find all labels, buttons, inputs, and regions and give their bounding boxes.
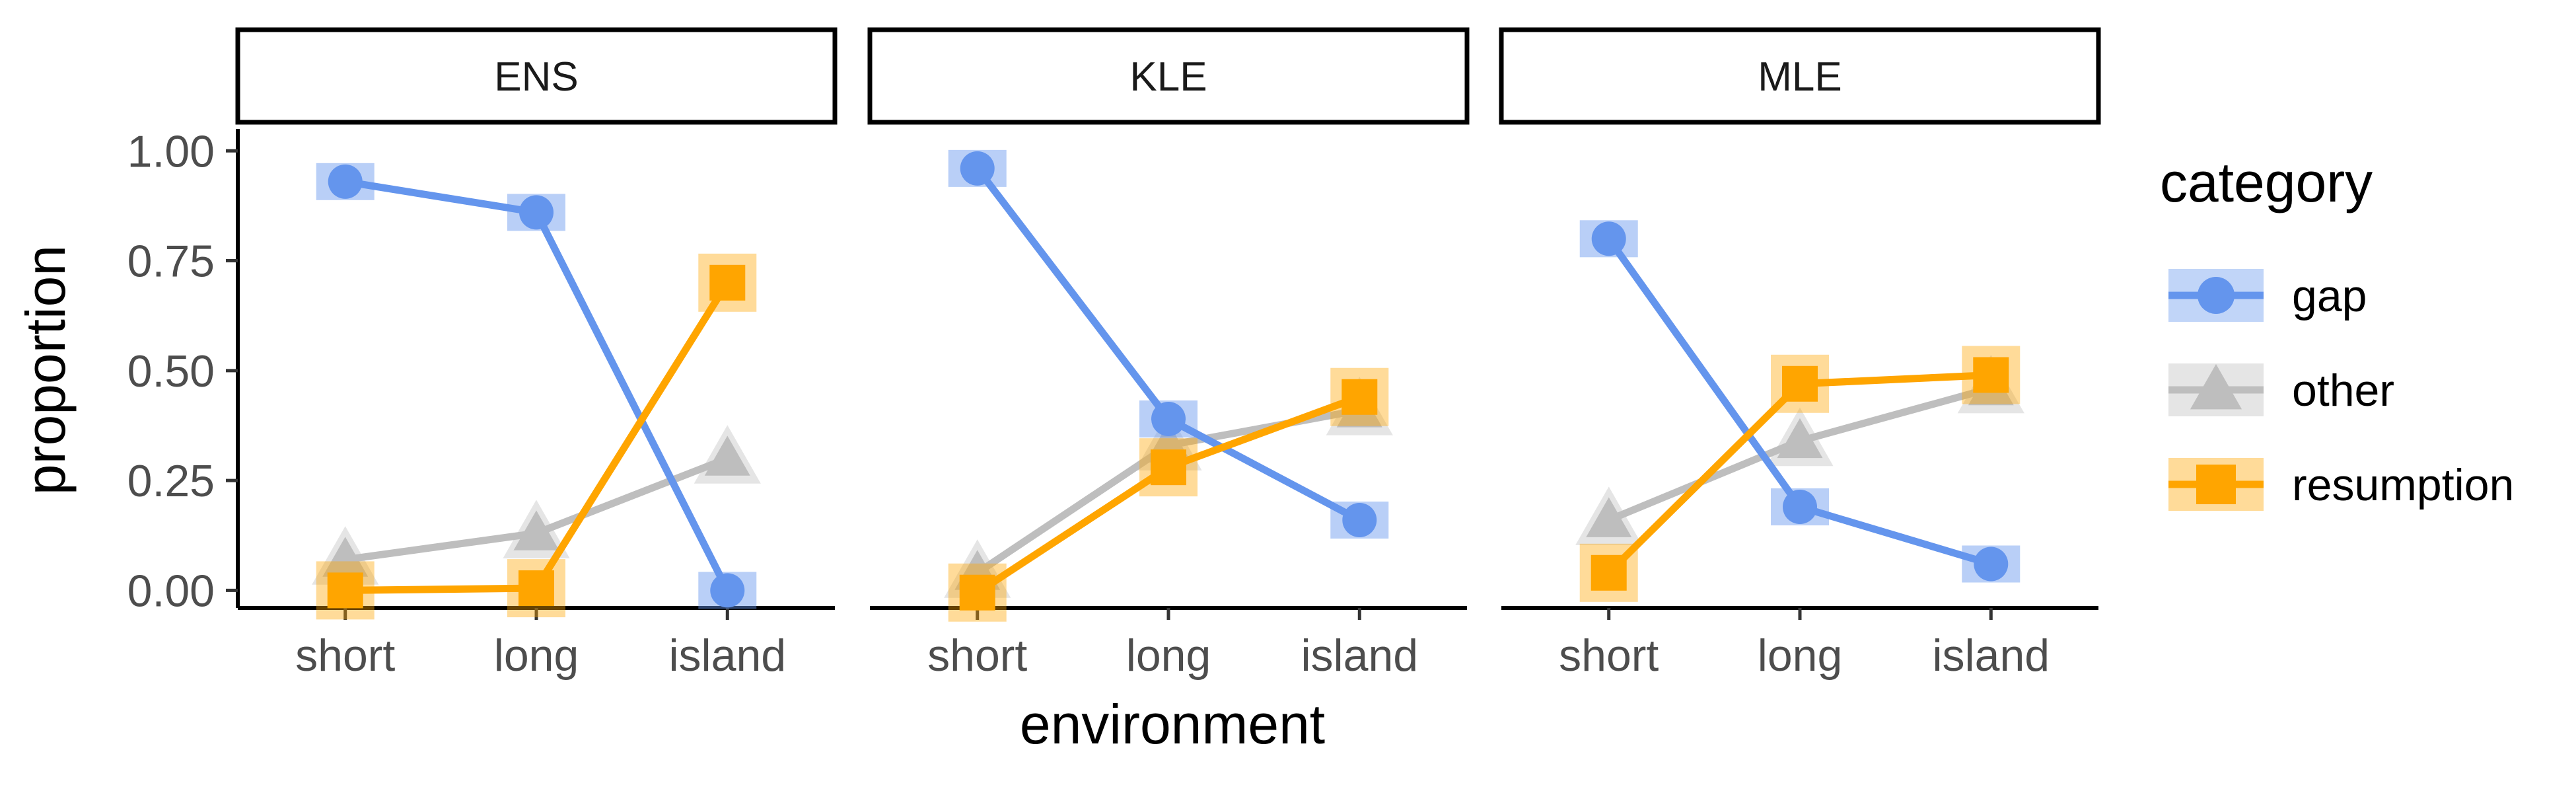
- facet-label-ens: ENS: [494, 54, 578, 100]
- point-gap-ens-island: [710, 573, 745, 608]
- legend-item-resumption: resumption: [2168, 458, 2514, 511]
- point-gap-mle-long: [1783, 490, 1817, 525]
- series-gap-kle: [948, 149, 1389, 539]
- point-resumption-ens-long: [519, 570, 554, 607]
- y-tick-label-0-50: 0.50: [127, 346, 215, 397]
- y-axis-title: proportion: [15, 245, 77, 495]
- x-tick-label-ens-short: short: [295, 630, 395, 681]
- facet-strip-mle: [1499, 27, 2101, 125]
- point-resumption-kle-island: [1342, 379, 1378, 415]
- panels: ENS short long island 0.00 0.25 0.50 0.75 1.00 KL…: [127, 27, 2101, 681]
- point-gap-kle-long: [1151, 401, 1186, 436]
- facet-strip-ens: [235, 27, 838, 125]
- facet-strip-kle: [867, 27, 1470, 125]
- series-resumption-ens: [316, 253, 757, 620]
- panel-ens: ENS short long island 0.00 0.25 0.50 0.75 1.00: [127, 27, 838, 681]
- facet-label-kle: KLE: [1129, 54, 1207, 100]
- legend-title: category: [2160, 151, 2373, 213]
- point-gap-ens-short: [328, 164, 363, 199]
- x-tick-label-mle-long: long: [1758, 630, 1843, 681]
- x-tick-label-kle-short: short: [927, 630, 1027, 681]
- y-tick-label-1-00: 1.00: [127, 126, 215, 176]
- point-resumption-mle-short: [1591, 554, 1627, 591]
- point-resumption-ens-island: [709, 264, 746, 301]
- x-tick-label-kle-island: island: [1301, 630, 1418, 681]
- point-resumption-ens-short: [327, 572, 363, 609]
- point-gap-mle-island: [1974, 547, 2009, 582]
- panel-mle: MLE short long island: [1499, 27, 2101, 681]
- facet-label-mle: MLE: [1758, 54, 1842, 100]
- legend-key-marker-resumption: [2196, 465, 2236, 504]
- y-tick-label-0-00: 0.00: [127, 566, 215, 616]
- series-resumption-mle: [1579, 346, 2021, 602]
- x-axis-title: environment: [1020, 693, 1325, 755]
- point-other-ens-short: [322, 537, 369, 577]
- point-other-ens-island: [704, 435, 750, 476]
- legend-key-marker-other: [2190, 363, 2242, 410]
- point-resumption-kle-long: [1151, 449, 1186, 486]
- series-resumption-kle: [948, 367, 1389, 622]
- point-resumption-mle-island: [1973, 357, 2009, 393]
- legend: category gap other resumption: [2160, 151, 2514, 511]
- point-other-ens-long: [513, 510, 559, 550]
- point-gap-ens-long: [519, 195, 554, 230]
- legend-items: gap other resumption: [2168, 269, 2514, 511]
- series-gap-ens: [316, 163, 757, 609]
- point-resumption-kle-short: [959, 574, 995, 611]
- series-gap-mle: [1579, 220, 2021, 583]
- y-tick-label-0-75: 0.75: [127, 237, 215, 287]
- point-gap-mle-short: [1591, 221, 1626, 256]
- x-tick-label-mle-short: short: [1559, 630, 1659, 681]
- panel-kle: KLE short long island: [867, 27, 1470, 681]
- legend-key-marker-gap: [2198, 277, 2235, 314]
- series-other-ens: [312, 425, 761, 585]
- x-tick-label-ens-long: long: [494, 630, 579, 681]
- x-tick-label-mle-island: island: [1932, 630, 2050, 681]
- point-gap-kle-short: [960, 151, 995, 186]
- x-tick-label-ens-island: island: [668, 630, 786, 681]
- point-other-mle-long: [1777, 418, 1823, 459]
- legend-label-other: other: [2292, 365, 2394, 416]
- legend-item-other: other: [2168, 363, 2394, 416]
- legend-label-resumption: resumption: [2292, 460, 2514, 510]
- y-tick-label-0-25: 0.25: [127, 456, 215, 506]
- x-tick-label-kle-long: long: [1126, 630, 1211, 681]
- point-gap-kle-island: [1342, 502, 1377, 537]
- legend-item-gap: gap: [2168, 269, 2367, 322]
- series-other-mle: [1575, 354, 2024, 545]
- legend-label-gap: gap: [2292, 271, 2367, 321]
- point-other-mle-short: [1586, 497, 1632, 537]
- point-resumption-mle-long: [1782, 365, 1818, 402]
